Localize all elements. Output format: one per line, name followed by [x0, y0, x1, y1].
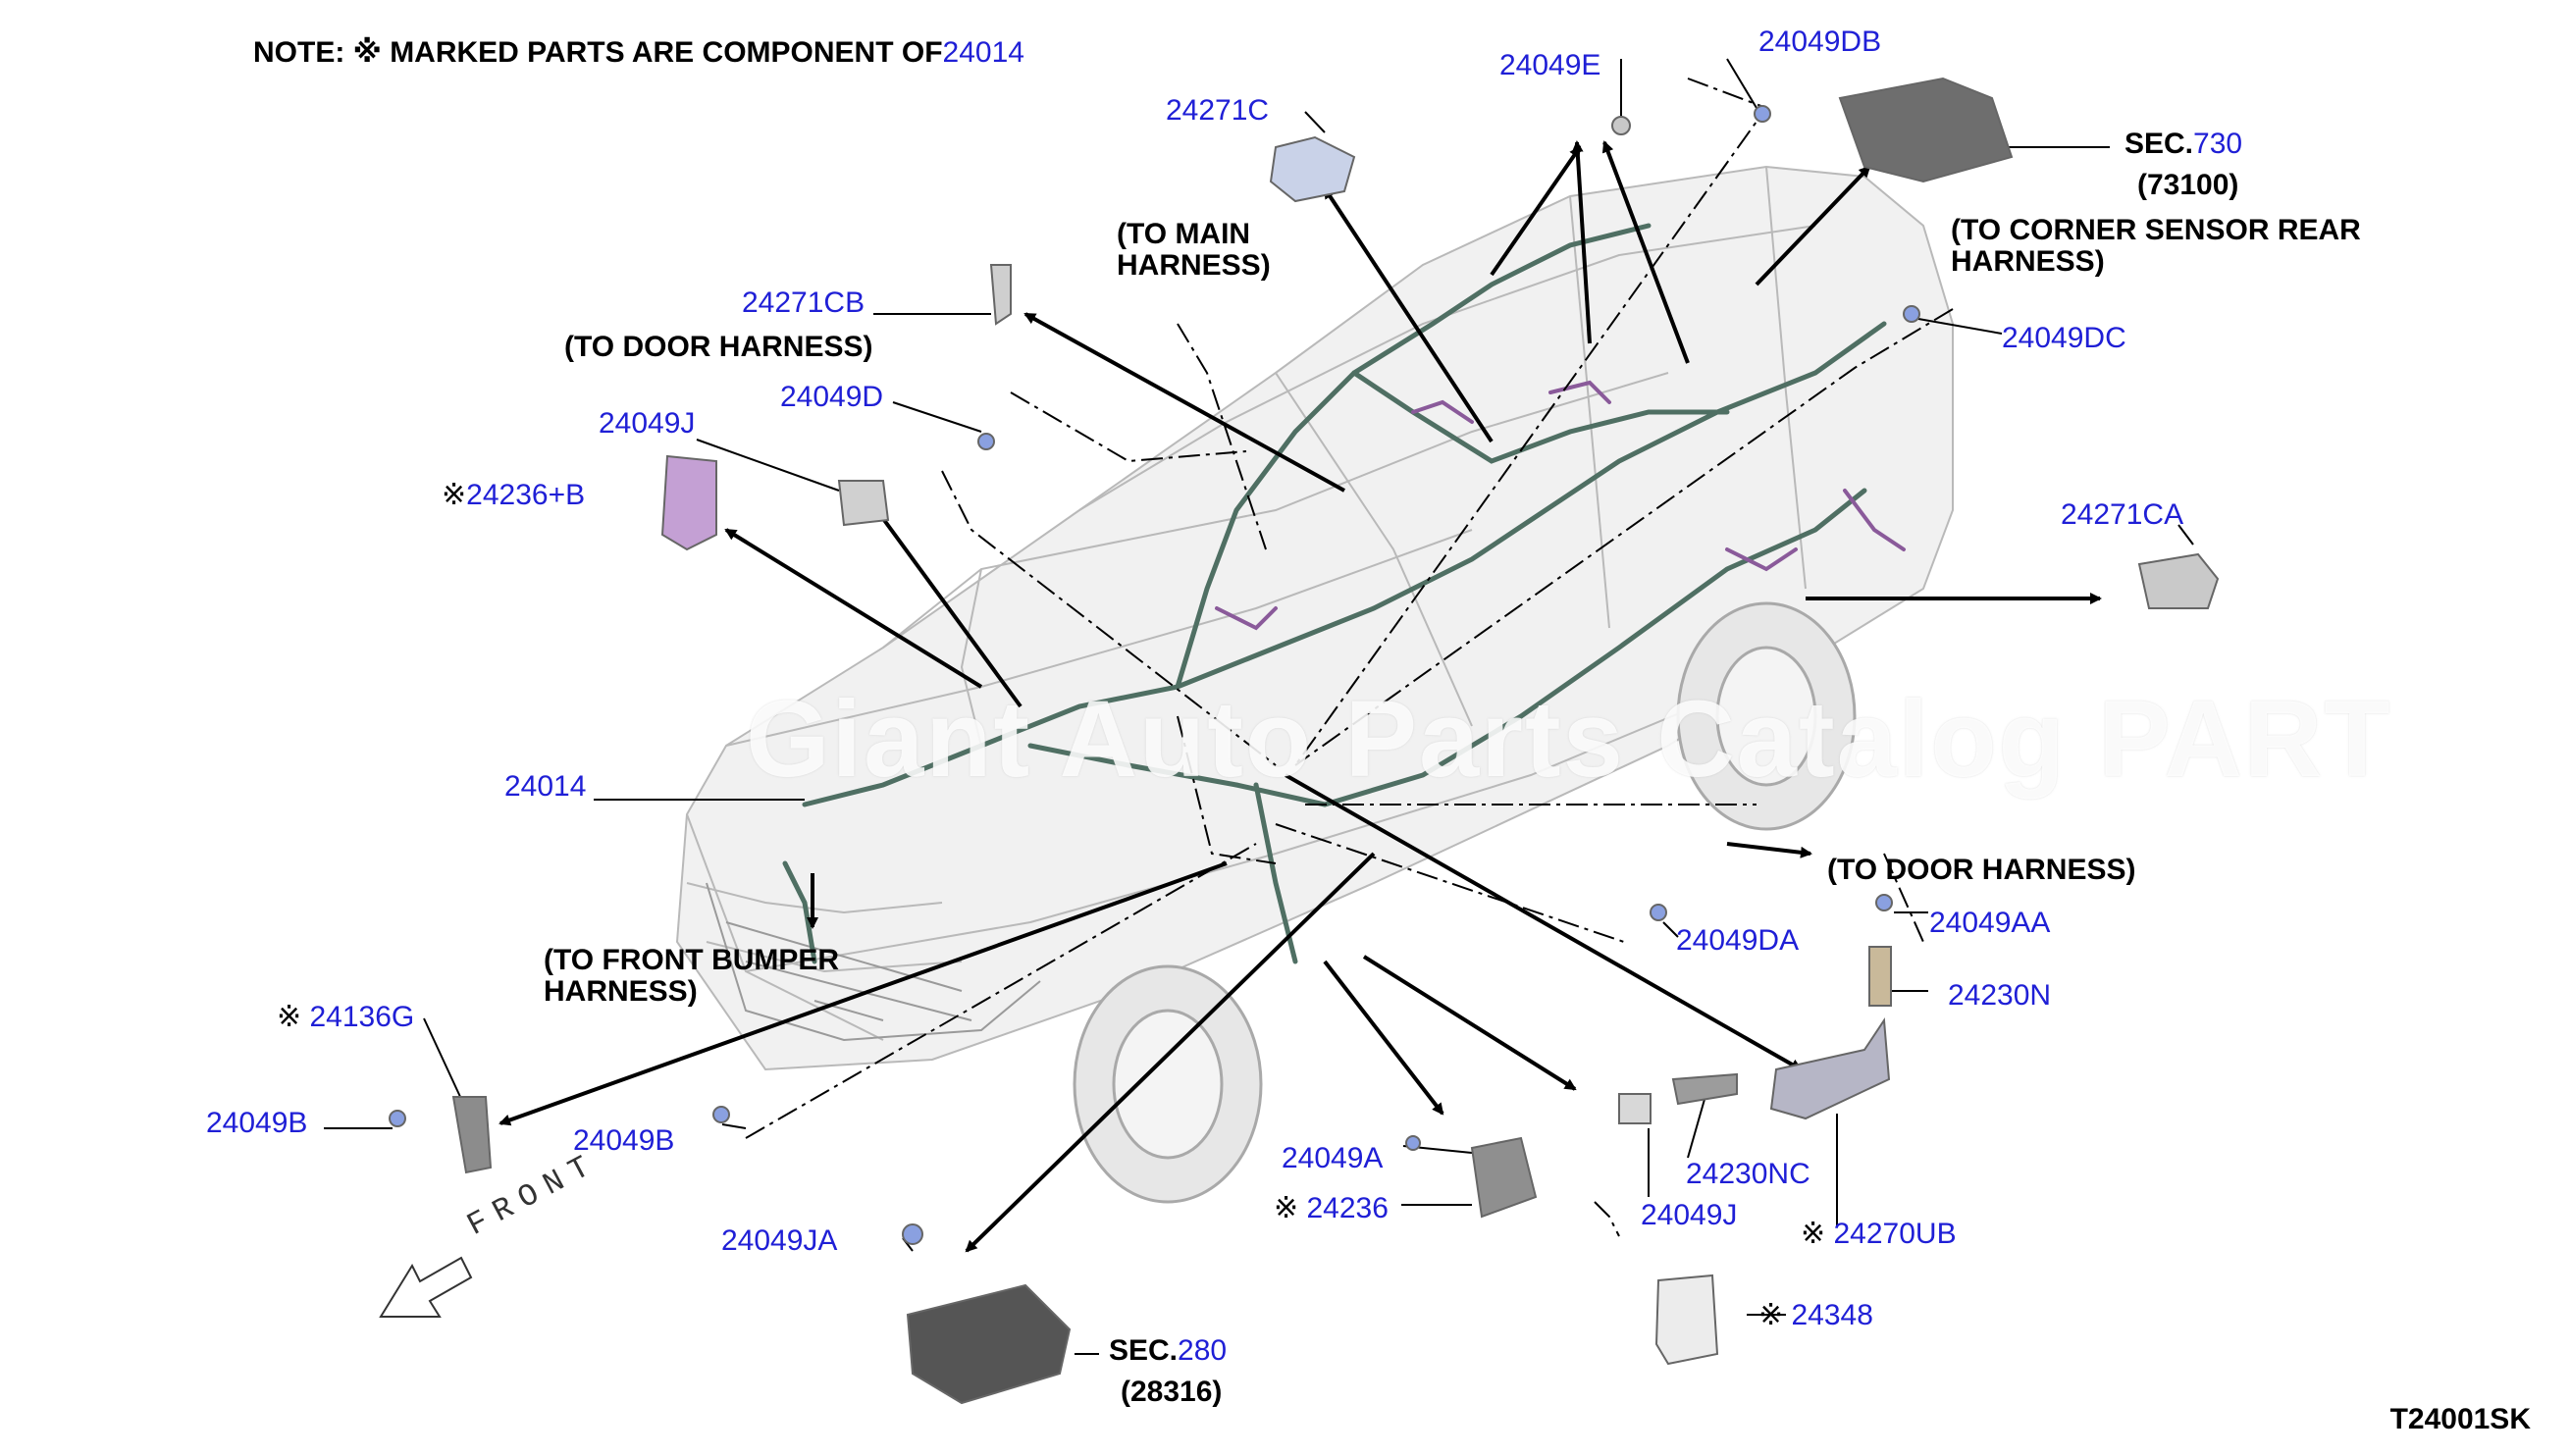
callout-24230N[interactable]: 24230N [1948, 979, 2052, 1012]
callout-24348-wrap: ※ 24348 [1758, 1299, 1873, 1332]
callout-24049E[interactable]: 24049E [1499, 49, 1601, 81]
callout-24049J-bottom[interactable]: 24049J [1641, 1199, 1738, 1231]
section-ref-730: SEC.730 [2124, 128, 2242, 161]
callout-24049D[interactable]: 24049D [780, 381, 884, 413]
mark-24136G: ※ [277, 1001, 302, 1033]
note-prefix: NOTE: [253, 36, 345, 69]
note-mark: ※ [352, 36, 382, 69]
part-24270UB-shape [1769, 1017, 1891, 1120]
callout-24270UB[interactable]: 24270UB [1833, 1218, 1957, 1250]
part-24049DB-shape [1754, 105, 1771, 123]
part-24049B-mid-shape [712, 1106, 730, 1123]
sec280-prefix: SEC. [1109, 1334, 1179, 1367]
vehicle-body [675, 165, 1954, 1071]
sec730-prefix: SEC. [2124, 128, 2194, 160]
section-ref-280: SEC.280 [1109, 1334, 1227, 1368]
front-arrow-icon [379, 1256, 473, 1318]
part-24271CB-shape [989, 264, 1012, 326]
part-24049JA-shape [902, 1223, 923, 1245]
wheels [1073, 601, 1857, 1204]
callout-24136G-wrap: ※ 24136G [277, 1001, 414, 1034]
callout-24049DC[interactable]: 24049DC [2002, 322, 2126, 354]
callout-24230NC[interactable]: 24230NC [1686, 1158, 1810, 1190]
part-24271CA-shape [2137, 552, 2220, 609]
part-24049DA-shape [1650, 904, 1667, 921]
part-24049E-shape [1611, 116, 1631, 135]
callout-24049A[interactable]: 24049A [1282, 1142, 1384, 1174]
part-sec730-shape [1838, 77, 2014, 183]
callout-24049AA[interactable]: 24049AA [1929, 907, 2051, 939]
sec730-sub: (73100) [2137, 169, 2239, 201]
mark-24236: ※ [1274, 1192, 1299, 1224]
part-24230N-shape [1868, 946, 1892, 1007]
callout-24271CB[interactable]: 24271CB [742, 286, 865, 319]
note-part-link[interactable]: 24014 [942, 36, 1024, 69]
callout-24236B[interactable]: 24236+B [466, 479, 586, 511]
part-24230NC-shape [1671, 1072, 1738, 1106]
part-24049AA-shape [1875, 894, 1893, 911]
callout-24271CA[interactable]: 24271CA [2061, 498, 2184, 531]
watermark: Giant Auto Parts Catalog PART [746, 679, 2392, 800]
part-24049A-shape [1405, 1135, 1421, 1151]
front-grille [706, 882, 1041, 1042]
to-door-harness-top: (TO DOOR HARNESS) [564, 331, 873, 363]
part-24236-shape [1470, 1136, 1538, 1219]
diagram-code: T24001SK [2389, 1403, 2531, 1435]
callout-24049J-top[interactable]: 24049J [599, 407, 696, 440]
to-main-harness-line2: HARNESS) [1117, 249, 1271, 282]
callout-24236-wrap: ※ 24236 [1274, 1192, 1389, 1225]
label-leaders [324, 58, 2194, 1355]
part-24136G-shape [451, 1096, 493, 1174]
to-door-harness-right: (TO DOOR HARNESS) [1827, 854, 2136, 886]
callout-24271C[interactable]: 24271C [1166, 94, 1270, 127]
wiring-harness-purple [1215, 380, 1906, 631]
callout-24236[interactable]: 24236 [1306, 1192, 1389, 1224]
callout-24049B-left[interactable]: 24049B [206, 1107, 308, 1139]
to-front-bumper-line2: HARNESS) [544, 975, 698, 1008]
note-text: MARKED PARTS ARE COMPONENT OF [390, 36, 943, 69]
callout-24049B-mid[interactable]: 24049B [573, 1124, 675, 1157]
part-24049D-shape [977, 433, 995, 450]
part-24049B-left-shape [389, 1110, 406, 1127]
callout-24136G[interactable]: 24136G [309, 1001, 415, 1033]
arrows [498, 140, 2102, 1253]
callout-24236B-wrap: ※24236+B [442, 479, 585, 512]
part-sec280-shape [906, 1283, 1072, 1405]
callout-24270UB-wrap: ※ 24270UB [1801, 1218, 1957, 1251]
note: NOTE: ※ MARKED PARTS ARE COMPONENT OF240… [253, 35, 1024, 70]
components [389, 77, 2220, 1405]
callout-24049DB[interactable]: 24049DB [1758, 26, 1882, 58]
wiring-harness [782, 223, 1887, 964]
mark-24348: ※ [1758, 1299, 1784, 1331]
mark-24270UB: ※ [1801, 1218, 1826, 1250]
part-24049J-bottom-shape [1618, 1093, 1652, 1124]
callout-24348[interactable]: 24348 [1791, 1299, 1873, 1331]
callout-24049DA[interactable]: 24049DA [1676, 924, 1800, 957]
part-24348-shape [1654, 1274, 1719, 1366]
part-24049DC-shape [1903, 305, 1920, 323]
to-main-harness-line1: (TO MAIN [1117, 218, 1251, 250]
part-24271C-shape [1269, 135, 1356, 203]
sec280-sub: (28316) [1121, 1376, 1223, 1408]
part-24236B-shape [660, 454, 717, 551]
sec730-link[interactable]: 730 [2193, 128, 2243, 160]
callout-24049JA[interactable]: 24049JA [721, 1224, 838, 1257]
sec280-link[interactable]: 280 [1178, 1334, 1228, 1367]
to-corner-sensor-line2: HARNESS) [1951, 245, 2105, 278]
mark-24236B: ※ [442, 479, 467, 511]
callout-24014[interactable]: 24014 [504, 770, 587, 803]
to-corner-sensor-line1: (TO CORNER SENSOR REAR [1951, 214, 2361, 246]
part-24049J-top-shape [837, 480, 890, 527]
to-front-bumper-line1: (TO FRONT BUMPER [544, 944, 840, 976]
